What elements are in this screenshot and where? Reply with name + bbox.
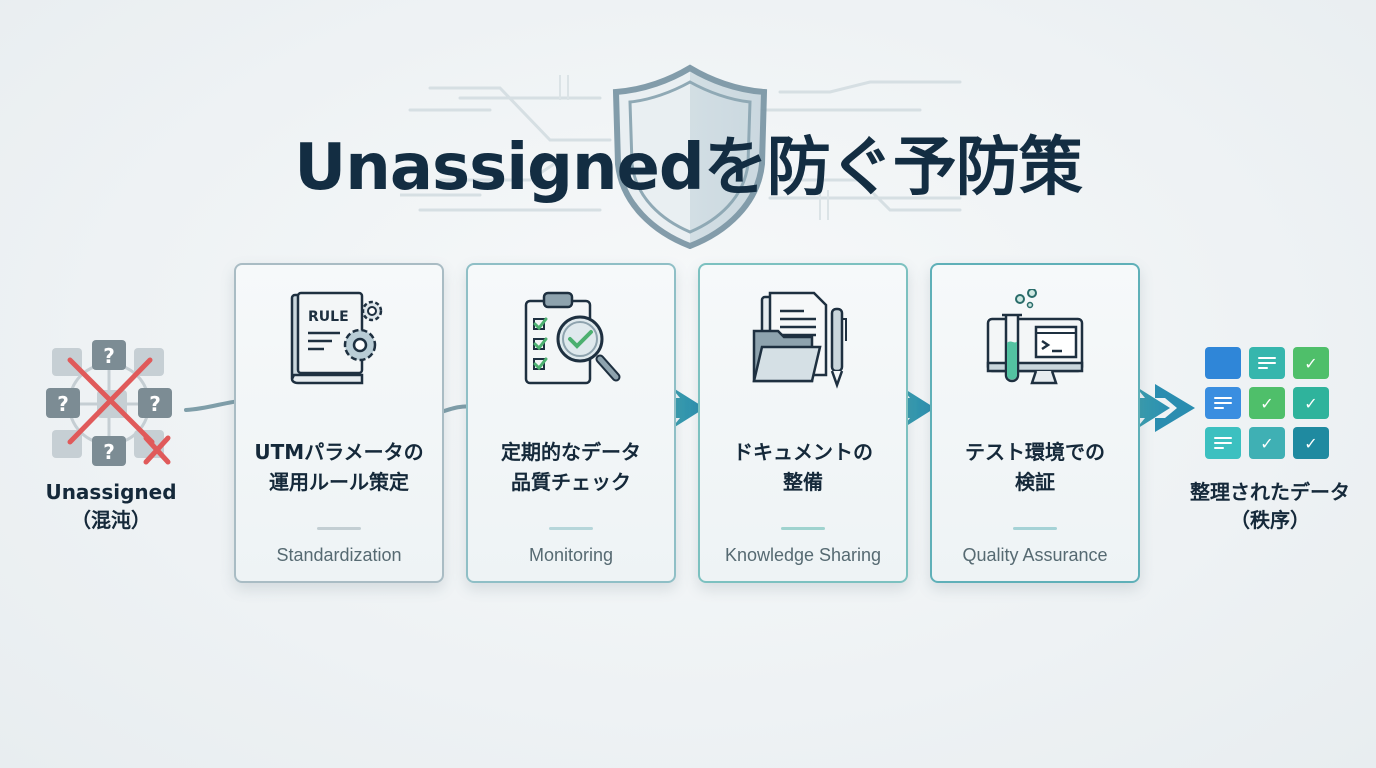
chaotic-question-network-crossed-icon: ? ? ? ? xyxy=(46,340,172,466)
step-subtitle: Knowledge Sharing xyxy=(724,545,882,565)
divider xyxy=(317,527,361,530)
step-title: 定期的なデータ 品質チェック xyxy=(501,440,641,494)
check-cell-icon: ✓ xyxy=(1293,387,1329,419)
organized-label: 整理されたデータ （秩序） xyxy=(1170,478,1370,534)
svg-text:?: ? xyxy=(149,392,161,416)
organized-label-line1: 整理されたデータ xyxy=(1190,480,1350,504)
divider xyxy=(549,527,593,530)
text-lines-cell-icon xyxy=(1205,427,1241,459)
check-cell-icon: ✓ xyxy=(1249,427,1285,459)
svg-text:?: ? xyxy=(103,344,115,368)
unassigned-label-line1: Unassigned xyxy=(45,480,177,504)
step-card-knowledge-sharing: ドキュメントの 整備 Knowledge Sharing xyxy=(698,263,908,583)
circuit-lines-decoration xyxy=(400,75,962,220)
unassigned-label-line2: （混沌） xyxy=(71,508,151,532)
page-title: Unassignedを防ぐ予防策 xyxy=(294,131,1082,205)
check-cell-icon: ✓ xyxy=(1249,387,1285,419)
title-area: Unassignedを防ぐ予防策 xyxy=(0,30,1376,249)
text-lines-cell-icon xyxy=(1205,387,1241,419)
unassigned-label: Unassigned （混沌） xyxy=(36,478,186,534)
organized-label-line2: （秩序） xyxy=(1230,508,1310,532)
svg-text:RULE: RULE xyxy=(308,309,349,325)
step-card-standardization: RULE UTMパラメータの 運用ルール策定 Standardization xyxy=(234,263,444,583)
clipboard-magnifier-check-icon xyxy=(524,291,621,385)
divider xyxy=(1013,527,1057,530)
step-card-monitoring: 定期的なデータ 品質チェック Monitoring xyxy=(466,263,676,583)
step-title: テスト環境での 検証 xyxy=(965,440,1105,494)
shield-icon xyxy=(612,64,768,249)
step-subtitle: Monitoring xyxy=(528,545,614,565)
step-subtitle: Quality Assurance xyxy=(962,545,1108,565)
step-card-quality-assurance: テスト環境での 検証 Quality Assurance xyxy=(930,263,1140,583)
svg-text:?: ? xyxy=(57,392,69,416)
step-title: ドキュメントの 整備 xyxy=(733,440,873,494)
rule-book-gears-icon: RULE xyxy=(290,291,383,385)
text-lines-cell-icon xyxy=(1249,347,1285,379)
check-cell-icon: ✓ xyxy=(1293,427,1329,459)
blank-cell-icon xyxy=(1205,347,1241,379)
test-tube-monitor-icon xyxy=(986,289,1084,385)
step-subtitle: Standardization xyxy=(276,545,402,565)
svg-text:?: ? xyxy=(103,440,115,464)
check-cell-icon: ✓ xyxy=(1293,347,1329,379)
organized-data-grid-icon: ✓✓✓✓✓ xyxy=(1205,347,1329,459)
step-title: UTMパラメータの 運用ルール策定 xyxy=(254,440,424,494)
divider xyxy=(781,527,825,530)
folder-documents-pen-icon xyxy=(752,291,847,389)
